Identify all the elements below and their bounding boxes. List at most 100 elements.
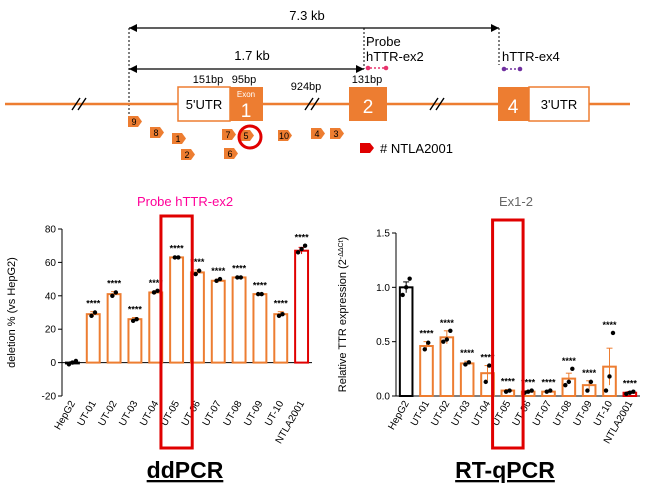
guide-number: 4 <box>314 129 319 139</box>
guide-marker <box>224 148 238 159</box>
data-point <box>548 388 553 393</box>
data-point <box>276 313 282 319</box>
y-tick-label: 1.5 <box>376 229 390 240</box>
significance-stars: **** <box>295 233 310 243</box>
data-point <box>259 291 264 297</box>
significance-stars: **** <box>128 305 143 315</box>
break-marks <box>71 97 445 111</box>
guide-marker <box>181 149 195 160</box>
arrowhead-right <box>491 24 499 32</box>
significance-stars: **** <box>170 244 185 254</box>
significance-stars: **** <box>253 280 268 290</box>
utr3-box <box>528 86 590 122</box>
data-point <box>610 330 616 336</box>
data-point <box>466 360 472 365</box>
significance-stars: **** <box>562 356 577 366</box>
significance-stars: **** <box>602 320 617 330</box>
arrowhead-left <box>129 24 137 32</box>
bar <box>127 318 143 364</box>
y-axis-label-superscript: -ΔΔCt <box>338 240 345 259</box>
x-tick-label: UT-04 <box>470 399 493 428</box>
significance-stars: **** <box>440 318 455 328</box>
chart-caption: RT-qPCR <box>455 457 555 483</box>
x-tick-label: UT-08 <box>551 399 574 428</box>
data-point <box>525 389 531 394</box>
x-tick-label: UT-03 <box>117 399 140 428</box>
significance-stars: **** <box>190 257 205 267</box>
significance-stars: **** <box>107 279 122 289</box>
data-point <box>441 339 446 344</box>
y-tick-label: 40 <box>45 291 57 302</box>
bar <box>398 286 414 398</box>
significance-stars: **** <box>501 376 516 386</box>
data-point <box>588 379 594 385</box>
guide-marker <box>150 127 164 138</box>
data-point <box>403 285 409 290</box>
x-tick-label: HepG2 <box>53 399 79 432</box>
data-point <box>196 268 202 273</box>
data-point <box>607 374 612 379</box>
significance-stars: **** <box>419 329 434 339</box>
guide-number: 10 <box>279 131 289 141</box>
data-point <box>624 391 629 397</box>
data-point <box>302 243 308 248</box>
data-point <box>585 388 590 393</box>
bar <box>85 313 101 364</box>
bar <box>459 362 475 397</box>
significance-stars: **** <box>541 378 556 388</box>
utr5-label: 5'UTR <box>186 97 222 112</box>
data-point <box>70 360 75 365</box>
bar <box>294 249 310 364</box>
bar <box>252 293 268 364</box>
x-tick-label: UT-07 <box>201 399 224 428</box>
significance-stars: **** <box>149 278 164 288</box>
intron-size-label: 924bp <box>291 81 322 93</box>
data-point <box>566 379 572 385</box>
highlight-circle-guide5 <box>237 124 263 150</box>
significance-stars: **** <box>211 266 226 276</box>
guide-number: 1 <box>175 134 180 144</box>
guide-number: 5 <box>243 131 248 141</box>
data-point <box>238 275 244 280</box>
data-point <box>507 388 512 393</box>
bar <box>106 293 122 364</box>
guide-number: 9 <box>131 117 136 127</box>
y-tick-label: 1.0 <box>376 283 390 294</box>
data-point <box>299 246 304 252</box>
x-tick-label: UT-01 <box>409 399 432 428</box>
x-tick-label: UT-01 <box>76 399 99 428</box>
guide-marker <box>330 128 344 139</box>
probe-name: hTTR-ex2 <box>366 49 424 64</box>
guide-number: 7 <box>225 130 230 140</box>
exon1-box <box>230 87 263 121</box>
utr3-label: 3'UTR <box>541 97 577 112</box>
significance-stars: **** <box>232 264 247 274</box>
x-tick-label: UT-09 <box>572 399 595 428</box>
exon4-number: 4 <box>508 97 519 118</box>
x-tick-label: HepG2 <box>386 399 412 432</box>
data-point <box>400 292 405 298</box>
data-point <box>483 379 488 385</box>
data-point <box>280 311 285 317</box>
utr5-box <box>177 86 231 122</box>
y-axis-label-end: ) <box>337 237 349 241</box>
data-point <box>631 389 636 394</box>
probe-ex4-dot <box>517 66 523 72</box>
data-point <box>155 288 160 293</box>
data-point <box>130 318 136 324</box>
data-point <box>176 255 181 260</box>
probe-ex4-label: hTTR-ex4 <box>502 49 560 64</box>
exon1-number: 1 <box>241 101 252 122</box>
data-point <box>529 388 534 393</box>
data-point <box>563 382 568 388</box>
data-point <box>627 390 633 395</box>
chart-caption: ddPCR <box>147 457 224 483</box>
exon4-box <box>498 87 529 121</box>
significance-stars: **** <box>86 299 101 309</box>
data-point <box>255 291 261 297</box>
data-point <box>92 310 98 315</box>
bar <box>419 345 434 398</box>
